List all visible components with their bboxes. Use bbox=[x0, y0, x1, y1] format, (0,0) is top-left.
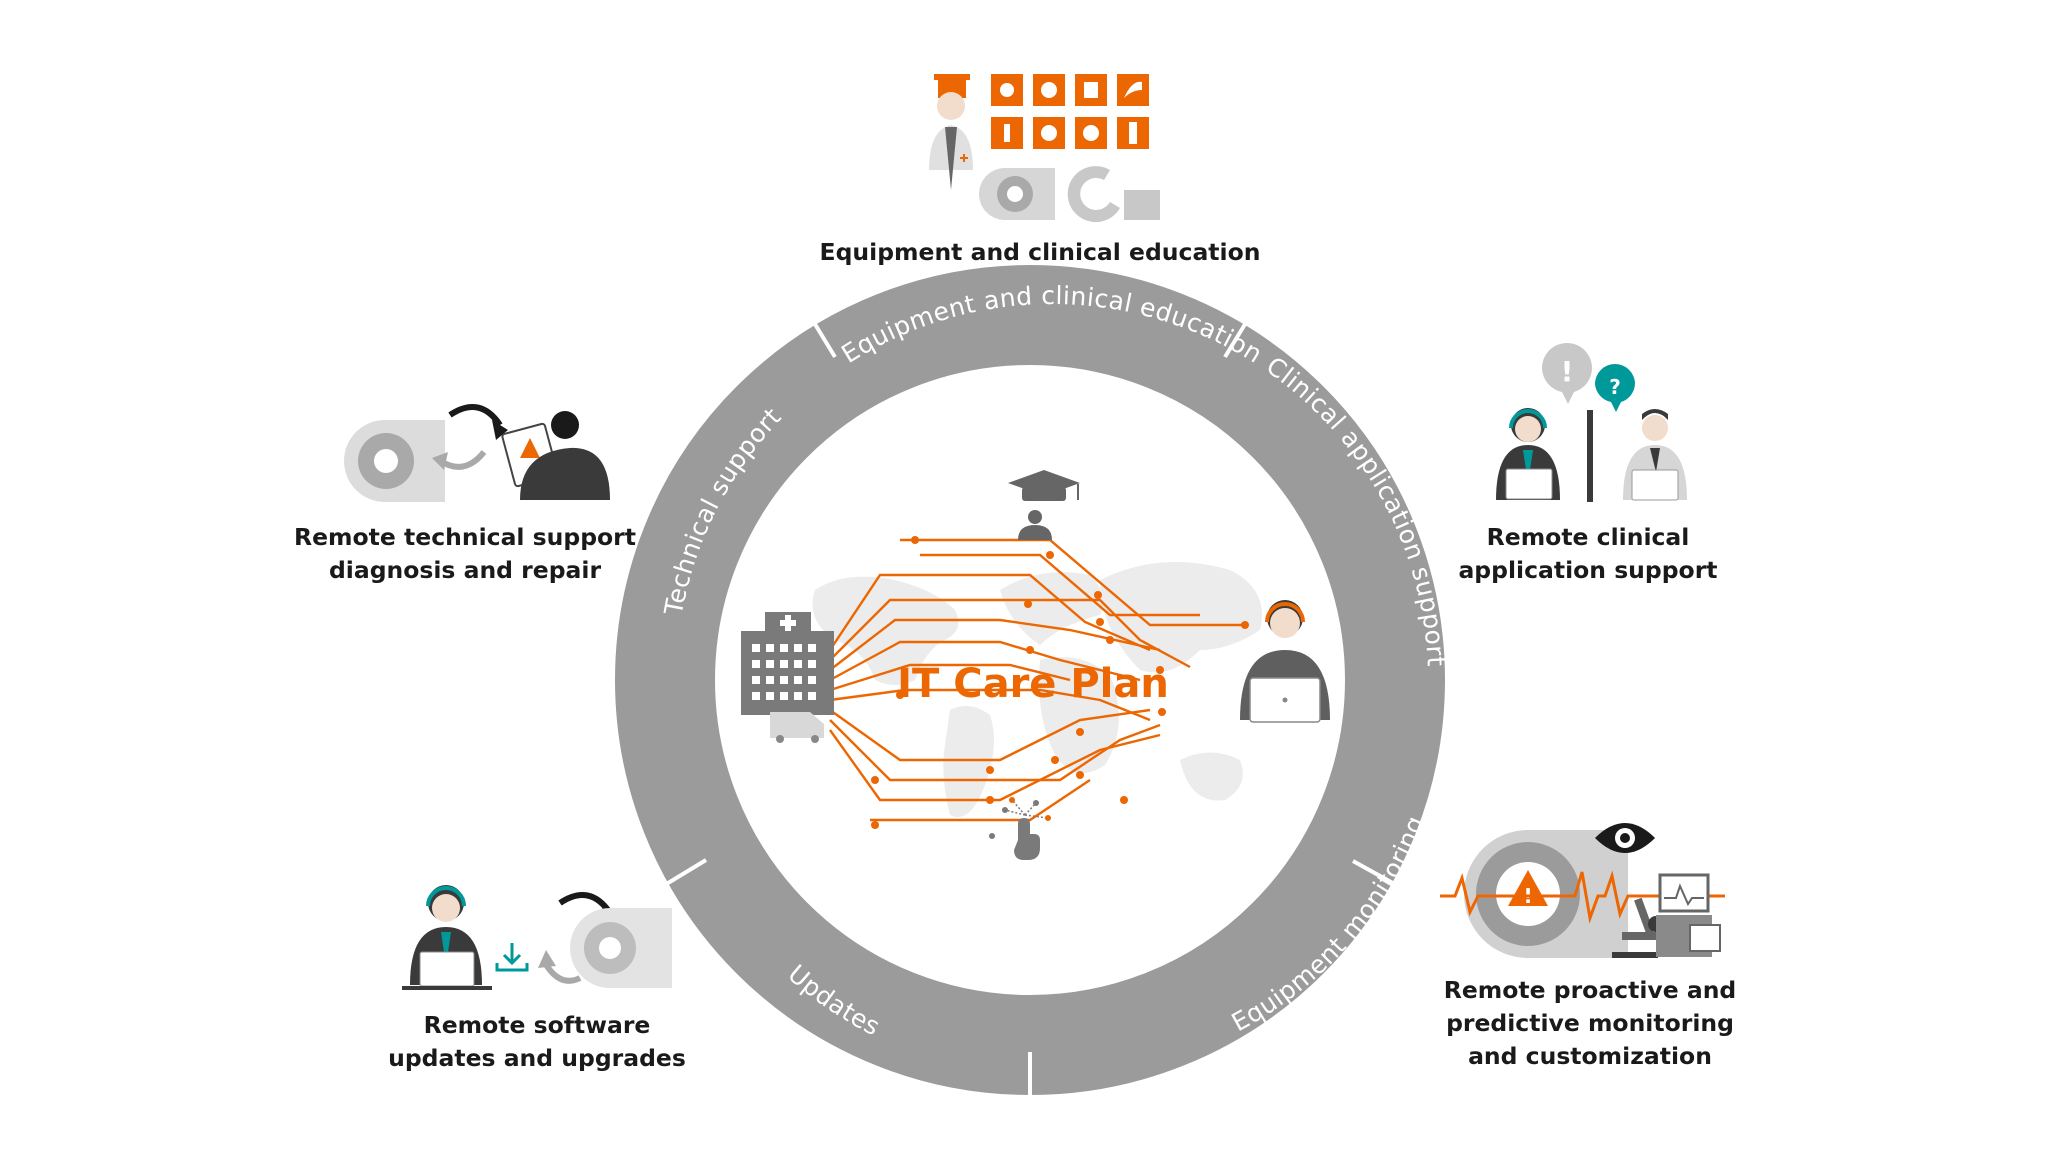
circuit-lines bbox=[829, 538, 1245, 822]
tablet-warning-icon bbox=[501, 411, 610, 500]
monitoring-title-3: and customization bbox=[1468, 1042, 1712, 1070]
ct-scanner-icon bbox=[979, 168, 1055, 220]
circuit-nodes bbox=[871, 536, 1249, 829]
doctor-icon bbox=[1623, 409, 1687, 501]
ct-scanner-icon bbox=[344, 420, 445, 502]
ring-divider bbox=[643, 858, 708, 899]
c-arm-icon bbox=[1067, 166, 1160, 223]
refresh-arrows-icon bbox=[432, 404, 508, 470]
touch-hand-icon bbox=[989, 797, 1051, 860]
anatomy-grid-icon bbox=[991, 74, 1149, 149]
doctor-icon bbox=[929, 74, 973, 190]
ring-divider bbox=[1223, 291, 1266, 359]
ct-scanner-icon: ! bbox=[1464, 830, 1628, 958]
center-title: IT Care Plan bbox=[897, 661, 1169, 707]
divider-pole bbox=[1587, 410, 1593, 502]
lab-monitor-icon bbox=[1656, 873, 1721, 957]
hospital-icon bbox=[741, 612, 834, 715]
world-map bbox=[812, 562, 1262, 817]
updates-title-1: Remote software bbox=[424, 1011, 651, 1039]
graduation-cap-icon bbox=[1008, 470, 1080, 540]
download-icon bbox=[495, 943, 529, 972]
ct-scanner-icon bbox=[570, 908, 672, 988]
tech-support-title-2: diagnosis and repair bbox=[329, 556, 601, 584]
education-title: Equipment and clinical education bbox=[820, 238, 1261, 266]
ring-divider bbox=[794, 291, 837, 359]
monitoring-title-2: predictive monitoring bbox=[1446, 1009, 1734, 1037]
svg-text:?: ? bbox=[1609, 375, 1621, 399]
call-agent-icon bbox=[1496, 408, 1560, 500]
call-agent-icon bbox=[1240, 600, 1330, 723]
call-agent-icon bbox=[402, 885, 492, 990]
updates-title-2: updates and upgrades bbox=[388, 1044, 686, 1072]
ambulance-icon bbox=[770, 712, 824, 743]
svg-text:!: ! bbox=[1561, 355, 1574, 388]
eye-icon bbox=[1595, 823, 1655, 853]
ring-divider bbox=[1352, 859, 1419, 899]
monitoring-title-1: Remote proactive and bbox=[1444, 976, 1737, 1004]
clinical-support-title-2: application support bbox=[1458, 556, 1717, 584]
speech-bubble-icon: ! ? bbox=[1542, 343, 1635, 412]
tech-support-title-1: Remote technical support bbox=[294, 523, 636, 551]
clinical-support-title-1: Remote clinical bbox=[1487, 523, 1690, 551]
